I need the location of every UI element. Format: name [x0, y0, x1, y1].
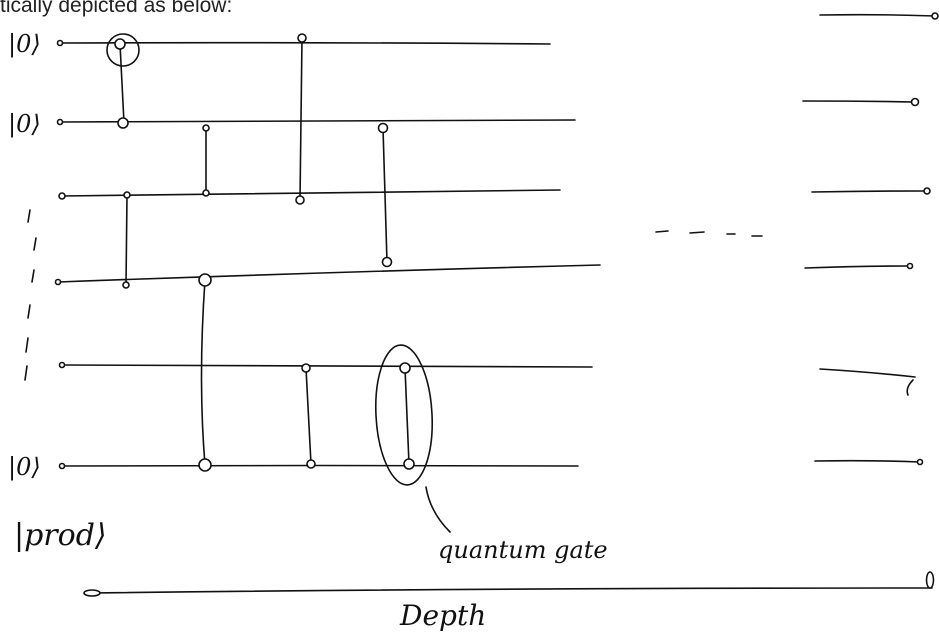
qubit-wire-4 — [57, 264, 601, 283]
quantum-gate-2 — [202, 124, 210, 197]
quantum-gate-7 — [301, 363, 316, 469]
qubit-wire-5 — [61, 364, 593, 368]
ket-label-second: |0⟩ — [8, 110, 41, 139]
output-wire-5 — [819, 368, 916, 396]
output-wire-1 — [819, 13, 936, 17]
ket-label-top: |0⟩ — [8, 30, 41, 59]
depth-label: Depth — [399, 599, 486, 632]
prod-state-label: |prod⟩ — [14, 518, 107, 553]
vertical-ellipsis — [24, 209, 37, 381]
depth-axis-end — [925, 571, 935, 589]
output-end-2 — [910, 97, 920, 107]
horizontal-ellipsis — [655, 230, 763, 237]
highlight-circle-top — [106, 33, 140, 67]
quantum-gate-6 — [198, 273, 212, 472]
quantum-gate-4 — [377, 122, 393, 268]
output-end-6 — [916, 458, 924, 466]
output-wire-6 — [814, 459, 921, 463]
qubit-wire-1 — [59, 41, 551, 45]
wire-start-node-1 — [56, 39, 64, 47]
qubit-wire-2 — [59, 119, 576, 123]
qubit-wire-3 — [61, 189, 561, 197]
quantum-gate-8 — [399, 362, 415, 470]
output-end-4 — [906, 262, 914, 270]
wire-start-node-6 — [58, 462, 66, 470]
wire-start-node-5 — [58, 361, 66, 369]
depth-axis-line — [87, 587, 933, 594]
quantum-gate-5 — [122, 191, 131, 289]
quantum-gate-3 — [295, 33, 307, 205]
gate-annotation-label: quantum gate — [438, 536, 608, 564]
wire-start-node-4 — [54, 278, 62, 286]
caption-text: tically depicted as below: — [0, 0, 233, 17]
qubit-wire-6 — [61, 464, 579, 467]
ket-label-bottom: |0⟩ — [8, 453, 41, 482]
depth-axis-start — [83, 589, 101, 597]
wire-start-node-2 — [56, 118, 64, 126]
gate-highlight-ellipse — [374, 344, 434, 486]
output-end-3 — [923, 187, 931, 195]
output-wire-2 — [802, 100, 916, 103]
gate-annotation-pointer — [425, 486, 451, 533]
output-end-1 — [931, 12, 939, 20]
output-wire-3 — [811, 190, 928, 193]
output-wire-4 — [804, 265, 911, 269]
wire-start-node-3 — [58, 192, 66, 200]
quantum-gate-1 — [114, 38, 129, 129]
